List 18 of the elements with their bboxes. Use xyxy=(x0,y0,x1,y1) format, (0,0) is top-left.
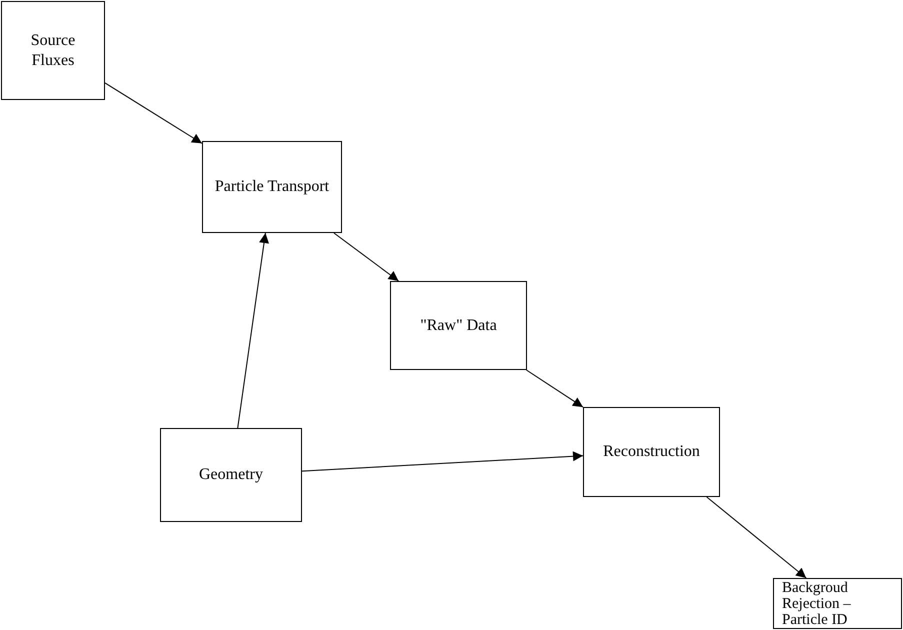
box-label: Particle Transport xyxy=(214,177,330,197)
box-label: Backgroud Rejection – Particle ID xyxy=(782,580,852,628)
box-label: "Raw" Data xyxy=(420,316,497,336)
process-box xyxy=(202,141,342,233)
process-box xyxy=(390,281,527,370)
box-label: Reconstruction xyxy=(603,442,700,462)
arrow xyxy=(526,370,584,408)
arrow xyxy=(104,82,202,144)
process-box xyxy=(1,1,105,100)
arrow xyxy=(706,496,807,578)
process-box xyxy=(773,578,902,629)
arrow xyxy=(333,232,400,282)
process-box xyxy=(160,428,302,522)
arrow xyxy=(237,232,269,428)
arrow xyxy=(302,451,584,472)
box-label: Geometry xyxy=(199,465,263,485)
process-box xyxy=(583,407,720,497)
box-label: Source Fluxes xyxy=(30,30,76,70)
